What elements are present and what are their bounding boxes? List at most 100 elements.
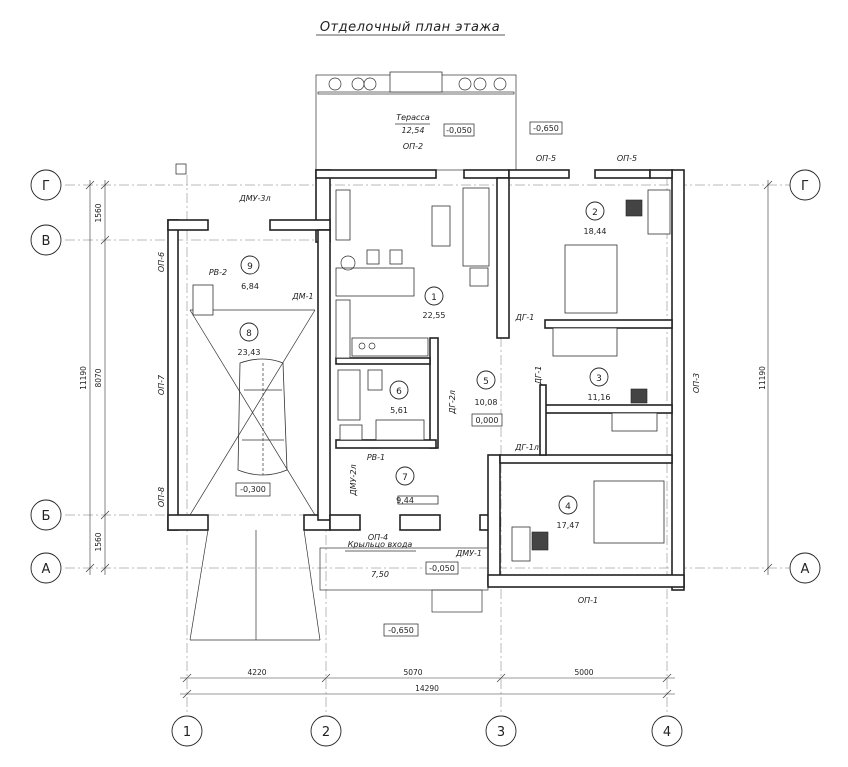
svg-text:2: 2 — [322, 725, 330, 740]
kitchen-counter — [335, 299, 351, 359]
svg-text:В: В — [42, 234, 51, 249]
toilet — [367, 369, 383, 391]
dim-11190-right: 11190 — [758, 366, 767, 390]
row-axis-v-left: В — [30, 224, 62, 256]
dim-11190-left: 11190 — [79, 366, 88, 390]
label-op8: ОП-8 — [157, 487, 166, 507]
label-dmu3l: ДМУ-3л — [238, 194, 270, 203]
svg-text:9,44: 9,44 — [396, 496, 414, 505]
porch: Крыльцо входа 7,50 -0,050 -0,650 — [319, 540, 489, 637]
svg-text:3: 3 — [497, 725, 505, 740]
col-axis-2: 2 — [310, 715, 342, 747]
room-3-tag: 3 11,16 — [588, 367, 611, 402]
label-dg1l: ДГ-1л — [514, 443, 539, 452]
svg-text:1: 1 — [431, 293, 437, 303]
label-op4: ОП-4 — [368, 533, 388, 542]
dim-4220: 4220 — [247, 668, 266, 677]
car-icon — [237, 358, 288, 476]
label-op5b: ОП-5 — [617, 154, 637, 163]
svg-text:Г: Г — [801, 179, 809, 194]
svg-text:Г: Г — [42, 179, 50, 194]
row-axis-g-right: Г — [789, 169, 821, 201]
dim-1560-top: 1560 — [94, 203, 103, 222]
svg-text:4: 4 — [663, 725, 671, 740]
room-9-tag: 9 6,84 — [240, 255, 260, 291]
room-6-tag: 6 5,61 — [389, 380, 409, 415]
terrace: Терасса 12,54 -0,050 -0,650 — [315, 71, 563, 171]
porch-area: 7,50 — [371, 570, 389, 579]
chair-4 — [531, 531, 549, 551]
svg-text:5,61: 5,61 — [390, 406, 408, 415]
svg-text:10,08: 10,08 — [475, 398, 498, 407]
svg-text:17,47: 17,47 — [557, 521, 580, 530]
desk-2 — [647, 189, 671, 235]
svg-text:8: 8 — [246, 329, 252, 339]
tv-unit — [431, 205, 451, 247]
svg-text:18,44: 18,44 — [584, 227, 607, 236]
label-rv2: РВ-2 — [209, 268, 227, 277]
terrace-name: Терасса — [396, 113, 430, 122]
sofa — [462, 187, 490, 267]
boiler — [192, 284, 214, 316]
opening-labels: ОП-2 ОП-5 ОП-5 ДМУ-3л ОП-6 ОП-7 ОП-8 ОП-… — [157, 142, 701, 605]
svg-text:6: 6 — [396, 387, 402, 397]
svg-text:23,43: 23,43 — [238, 348, 261, 357]
label-dg2l: ДГ-2л — [448, 390, 457, 415]
porch-name: Крыльцо входа — [348, 540, 413, 549]
room-2-tag: 2 18,44 — [584, 201, 607, 236]
svg-text:6,84: 6,84 — [241, 282, 259, 291]
label-op6: ОП-6 — [157, 252, 166, 272]
room-7-tag: 7 9,44 — [395, 466, 415, 505]
level-garage: -0,300 — [240, 485, 266, 494]
room-4-tag: 4 17,47 — [557, 495, 580, 530]
bottom-dimensions: 4220 5070 5000 14290 — [180, 668, 675, 699]
garage-diagonals — [189, 309, 321, 641]
dim-5070: 5070 — [403, 668, 422, 677]
label-rv1: РВ-1 — [367, 453, 385, 462]
left-dimensions: 1560 8070 1560 11190 — [79, 180, 110, 575]
terrace-area: 12,54 — [402, 126, 425, 135]
furniture — [335, 187, 671, 562]
level-terrace: -0,050 — [446, 126, 472, 135]
label-dmu1: ДМУ-1 — [455, 549, 482, 558]
dim-14290: 14290 — [415, 684, 439, 693]
dim-5000: 5000 — [574, 668, 593, 677]
label-op5a: ОП-5 — [536, 154, 556, 163]
label-op1: ОП-1 — [578, 596, 598, 605]
label-dm1: ДМ-1 — [291, 292, 313, 301]
room-5-tag: 5 10,08 0,000 — [471, 370, 503, 427]
label-dmu2l: ДМУ-2л — [349, 464, 358, 496]
bed-2 — [564, 244, 618, 314]
svg-text:11,16: 11,16 — [588, 393, 611, 402]
right-dimensions: 11190 — [758, 180, 773, 575]
label-dg1a: ДГ-1 — [515, 313, 535, 322]
room-8-tag: 8 23,43 -0,300 — [235, 322, 271, 497]
svg-text:Б: Б — [42, 509, 51, 524]
svg-text:А: А — [801, 562, 810, 577]
armchair — [469, 267, 489, 287]
room-1-tag: 1 22,55 — [423, 286, 445, 320]
svg-text:7: 7 — [402, 473, 408, 483]
row-axis-b-left: Б — [30, 499, 62, 531]
chair-3 — [630, 388, 648, 404]
level-outside-s: -0,650 — [388, 626, 414, 635]
bed-4 — [593, 480, 665, 544]
svg-text:5: 5 — [483, 377, 489, 387]
col-axis-3: 3 — [485, 715, 517, 747]
kitchen-island — [335, 267, 415, 297]
label-op2: ОП-2 — [403, 142, 423, 151]
column-marker — [175, 163, 187, 175]
kitchen-cabinet — [335, 189, 351, 241]
row-axis-a-right: А — [789, 552, 821, 584]
double-sink — [375, 419, 425, 441]
col-axis-1: 1 — [171, 715, 203, 747]
dim-8070: 8070 — [94, 368, 103, 387]
svg-text:А: А — [42, 562, 51, 577]
level-hall: 0,000 — [476, 416, 499, 425]
plant-icon — [340, 255, 356, 271]
row-axis-g-left: Г — [30, 169, 62, 201]
label-op7: ОП-7 — [157, 374, 166, 395]
label-op3: ОП-3 — [692, 373, 701, 393]
svg-text:1: 1 — [183, 725, 191, 740]
